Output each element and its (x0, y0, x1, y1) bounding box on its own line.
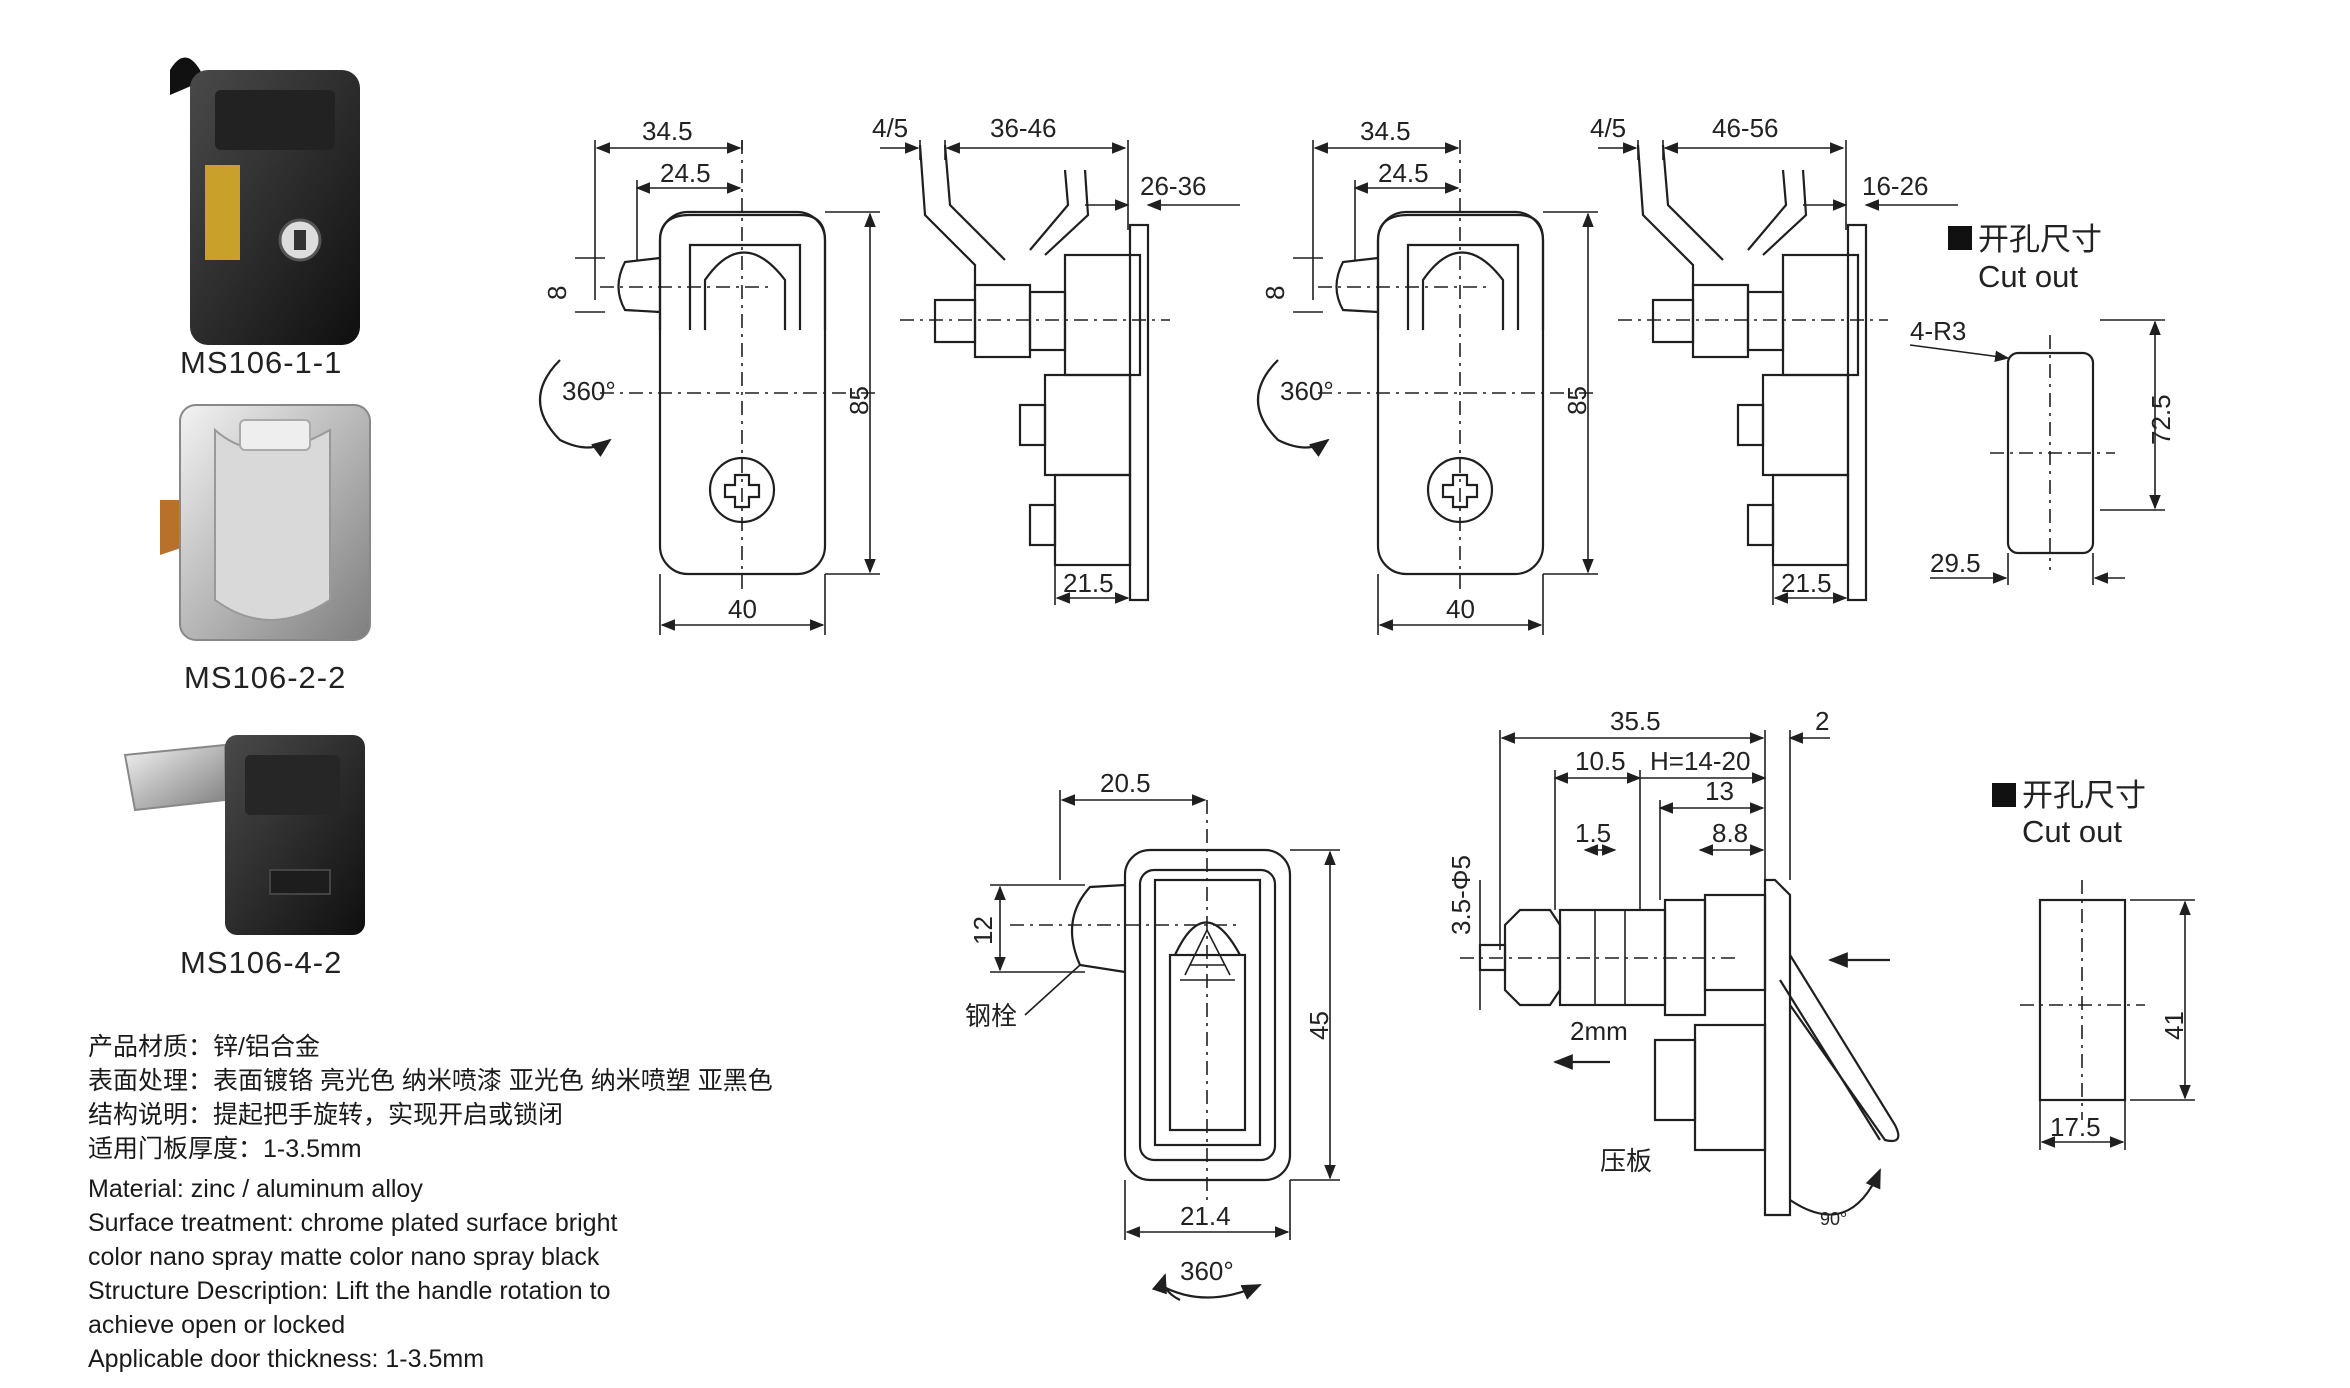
front1-dim-d2: 24.5 (660, 158, 711, 188)
description-cn-thickness: 适用门板厚度：1-3.5mm (88, 1135, 362, 1163)
bottom-side-dim-d1: 10.5 (1575, 746, 1626, 776)
front2-dim-d3: 8 (1260, 286, 1290, 300)
side-view-2 (1598, 140, 1958, 605)
side1-dim-gap: 4/5 (872, 113, 908, 143)
side-view-1 (880, 140, 1240, 605)
bottom-side-dim-bolt: 3.5-Φ5 (1446, 855, 1476, 935)
bottom-side-label-plate: 压板 (1600, 1146, 1652, 1176)
product-model-3: MS106-4-2 (180, 945, 342, 980)
side1-dim-range-a: 36-46 (990, 113, 1057, 143)
description-en-thickness: Applicable door thickness: 1-3.5mm (88, 1345, 485, 1373)
side2-dim-gap: 4/5 (1590, 113, 1626, 143)
front2-dim-width: 40 (1446, 594, 1475, 624)
front1-dim-d3: 8 (542, 286, 572, 300)
cutout-bottom-title-cn: 开孔尺寸 (2022, 778, 2146, 813)
front-view-2 (1257, 140, 1598, 635)
front-view-1 (539, 140, 880, 635)
product-photo-ms106-1-1 (170, 57, 360, 345)
bottom-front-dim-width: 21.4 (1180, 1201, 1231, 1231)
front2-dim-d2: 24.5 (1378, 158, 1429, 188)
cutout-bottom-title-en: Cut out (2022, 814, 2122, 849)
description-en-surface-2: color nano spray matte color nano spray … (88, 1243, 600, 1271)
description-en-material: Material: zinc / aluminum alloy (88, 1175, 423, 1203)
description-cn-material: 产品材质：锌/铝合金 (88, 1033, 320, 1061)
front1-dim-d1: 34.5 (642, 116, 693, 146)
side1-dim-range-b: 26-36 (1140, 171, 1207, 201)
bottom-side-angle: 90° (1820, 1209, 1847, 1229)
product-photo-ms106-4-2 (123, 735, 365, 935)
bottom-side-dim-d4: 8.8 (1712, 818, 1748, 848)
bottom-side-dim-overall: 35.5 (1610, 706, 1661, 736)
description-en-surface-1: Surface treatment: chrome plated surface… (88, 1209, 618, 1237)
bottom-front-label-pin: 钢栓 (965, 1001, 1017, 1031)
cutout-bottom-shape (2020, 880, 2195, 1150)
front1-dim-height: 85 (844, 386, 874, 415)
cutout-top-title-cn: 开孔尺寸 (1978, 222, 2102, 257)
side2-dim-base: 21.5 (1781, 568, 1832, 598)
bottom-side-view (1460, 730, 1900, 1217)
bottom-front-dim-side: 12 (968, 916, 998, 945)
front1-dim-width: 40 (728, 594, 757, 624)
cutout-top-width: 29.5 (1930, 548, 1981, 578)
bottom-front-rotation: 360° (1180, 1256, 1234, 1286)
cutout-top-height: 72.5 (2146, 394, 2176, 445)
description-cn-surface: 表面处理：表面镀铬 亮光色 纳米喷漆 亚光色 纳米喷塑 亚黑色 (88, 1067, 773, 1095)
side2-dim-range-a: 46-56 (1712, 113, 1779, 143)
front2-dim-height: 85 (1562, 386, 1592, 415)
bottom-side-dim-gap: 2 (1815, 706, 1829, 736)
side1-dim-base: 21.5 (1063, 568, 1114, 598)
bottom-side-dim-d3: 1.5 (1575, 818, 1611, 848)
cutout-top-radius: 4-R3 (1910, 316, 1966, 346)
product-model-2: MS106-2-2 (184, 660, 346, 695)
bottom-side-travel: 2mm (1570, 1016, 1628, 1046)
bottom-front-dim-top: 20.5 (1100, 768, 1151, 798)
front2-dim-d1: 34.5 (1360, 116, 1411, 146)
product-model-1: MS106-1-1 (180, 345, 342, 380)
cutout-top-bullet-icon (1948, 226, 1972, 250)
cutout-top-title-en: Cut out (1978, 259, 2078, 294)
cutout-bottom-bullet-icon (1992, 783, 2016, 807)
cutout-bottom-height: 41 (2159, 1011, 2189, 1040)
bottom-front-view (990, 790, 1340, 1301)
description-en-structure-2: achieve open or locked (88, 1311, 346, 1339)
bottom-side-dim-h-range: H=14-20 (1650, 746, 1750, 776)
side2-dim-range-b: 16-26 (1862, 171, 1929, 201)
bottom-side-dim-d2: 13 (1705, 776, 1734, 806)
description-cn-structure: 结构说明：提起把手旋转，实现开启或锁闭 (88, 1101, 564, 1129)
front2-rotation: 360° (1280, 376, 1334, 406)
product-photo-ms106-2-2 (160, 404, 371, 641)
cutout-bottom-width: 17.5 (2050, 1112, 2101, 1142)
description-en-structure-1: Structure Description: Lift the handle r… (88, 1277, 611, 1305)
bottom-front-dim-height: 45 (1304, 1011, 1334, 1040)
cutout-top-shape (1909, 319, 2165, 585)
front1-rotation: 360° (562, 376, 616, 406)
